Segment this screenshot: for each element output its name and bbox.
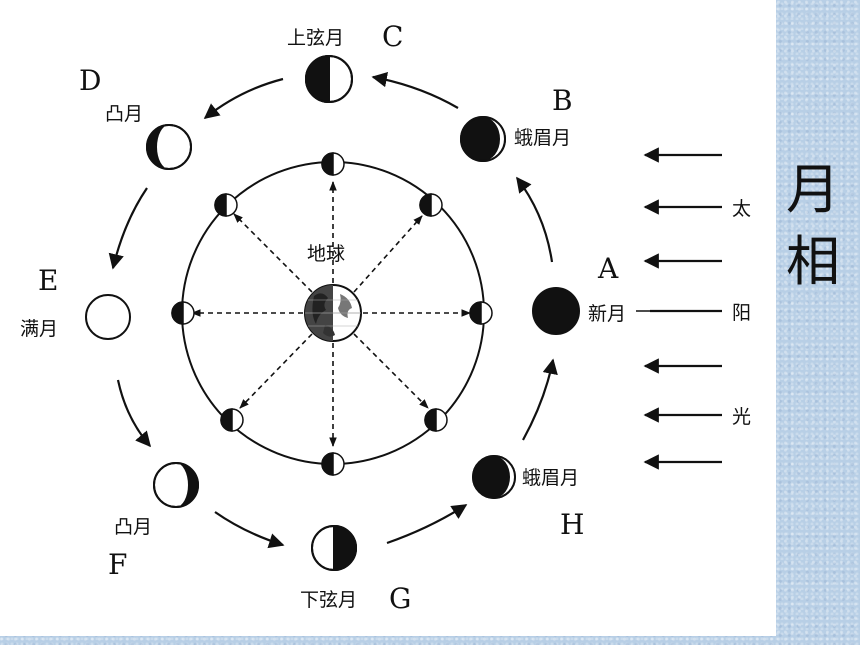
outer-orbit-arrows: [108, 72, 558, 549]
earth-label: 地球: [307, 243, 345, 265]
moon-d-gibbous: [146, 124, 192, 170]
moon-g-last-quarter: [311, 524, 357, 572]
moon-c-first-quarter: [305, 54, 353, 104]
sunlight-label: 太 阳 光: [732, 198, 751, 428]
moon-e-full: [85, 294, 131, 340]
diagram-panel: A 新月 B 蛾眉月 上弦月 C D 凸月 E 满月 凸月 F 下弦月 G 蛾眉…: [0, 0, 776, 636]
phase-h-letter: H: [560, 508, 584, 541]
sunlight-char-3: 光: [732, 406, 751, 428]
inner-moon-bottom: [321, 452, 345, 476]
phase-a-name: 新月: [588, 303, 626, 325]
phase-e-letter: E: [38, 264, 58, 297]
phase-g-letter: G: [389, 582, 411, 615]
phase-c-name: 上弦月: [287, 27, 344, 49]
inner-moon-bottom-right: [424, 408, 448, 432]
orbit-arrow-g-h: [386, 504, 468, 545]
title-char-2: 相: [786, 230, 840, 293]
inner-moon-bottom-left: [220, 408, 244, 432]
phase-a-letter: A: [597, 252, 619, 285]
moon-f-gibbous: [153, 462, 199, 508]
moon-b-crescent: [460, 116, 506, 162]
phase-h-name: 蛾眉月: [522, 467, 579, 489]
orbit-arrow-a-b: [516, 176, 554, 263]
phase-labels: A 新月 B 蛾眉月 上弦月 C D 凸月 E 满月 凸月 F 下弦月 G 蛾眉…: [20, 20, 626, 615]
phase-d-name: 凸月: [105, 103, 143, 125]
outer-moons: [85, 54, 580, 572]
moon-phase-diagram: A 新月 B 蛾眉月 上弦月 C D 凸月 E 满月 凸月 F 下弦月 G 蛾眉…: [20, 20, 751, 615]
orbit-arrow-b-c: [371, 72, 459, 109]
title-char-1: 月: [786, 158, 840, 221]
orbit-arrow-f-g: [214, 511, 285, 549]
sunlight-char-1: 太: [732, 198, 751, 220]
orbit-arrow-c-d: [203, 77, 284, 119]
phase-f-name: 凸月: [114, 516, 152, 538]
phase-f-letter: F: [108, 548, 127, 581]
sunlight-arrows: [643, 147, 722, 470]
moon-a-new: [532, 287, 580, 335]
inner-moon-top-right: [419, 193, 443, 217]
phase-e-name: 满月: [20, 318, 58, 340]
inner-moon-top-left: [214, 193, 238, 217]
orbit-arrow-d-e: [108, 187, 148, 270]
earth-rays: [191, 181, 471, 447]
phase-g-name: 下弦月: [300, 589, 357, 611]
sunlight-char-2: 阳: [732, 302, 751, 324]
inner-moon-left: [171, 301, 195, 325]
phase-d-letter: D: [79, 64, 101, 97]
phase-b-letter: B: [552, 84, 573, 117]
orbit-arrow-h-a: [522, 358, 558, 441]
phase-b-name: 蛾眉月: [514, 127, 571, 149]
earth: [304, 284, 362, 342]
inner-moon-top: [321, 152, 345, 176]
moon-h-crescent: [472, 455, 516, 499]
inner-moons: [171, 152, 493, 476]
phase-c-letter: C: [382, 20, 403, 53]
inner-moon-right: [469, 301, 493, 325]
orbit-arrow-e-f: [116, 379, 152, 448]
